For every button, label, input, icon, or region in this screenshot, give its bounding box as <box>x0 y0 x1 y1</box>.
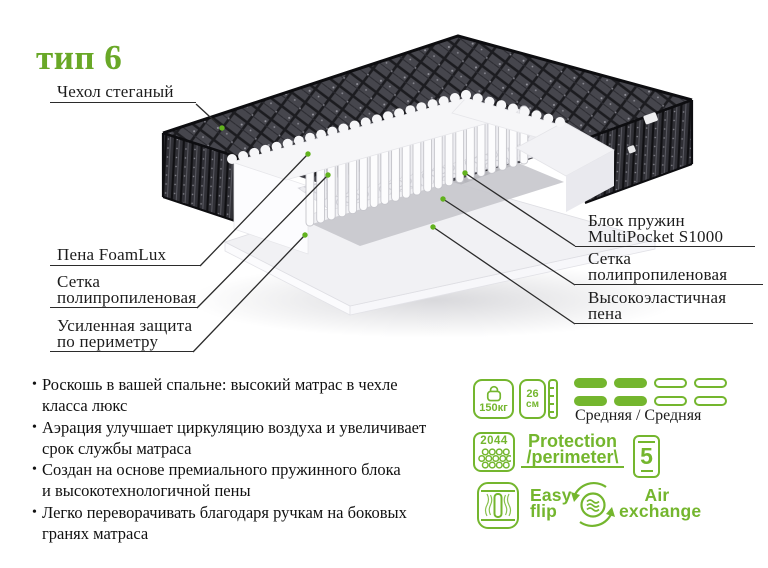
easy-flip-icon <box>481 490 515 521</box>
feature-list: • Роскошь в вашей спальне: высокий матра… <box>32 374 456 544</box>
callout-foamlux: Пена FoamLux <box>50 246 200 266</box>
side-button-tag <box>627 145 636 154</box>
springs-count-badge: 2044 <box>473 432 515 472</box>
easy-flip-label: Easy flip <box>530 485 572 521</box>
side-label-tag <box>643 112 658 125</box>
feature-text: Роскошь в вашей спальне: высокий матрас … <box>42 375 398 416</box>
list-item: • Создан на основе премиального пружинно… <box>32 459 456 502</box>
height-unit: см <box>526 398 539 410</box>
springs-count-value: 2044 <box>480 434 508 447</box>
firmness-row <box>574 378 727 388</box>
easy-flip-badge <box>477 482 519 529</box>
list-item: • Легко переворачивать благодаря ручкам … <box>32 502 456 545</box>
bullet: • <box>32 377 37 392</box>
callout-quilted-cover: Чехол стеганый <box>50 83 196 103</box>
page-title: тип 6 <box>36 38 123 77</box>
firmness-label: Средняя / Средняя <box>575 407 702 424</box>
pit-floor <box>312 162 564 246</box>
list-item: • Аэрация улучшает циркуляцию воздуха и … <box>32 417 456 460</box>
firmness-row <box>574 396 727 406</box>
list-item: • Роскошь в вашей спальне: высокий матра… <box>32 374 456 417</box>
callout-perimeter-protection: Усиленная защита по периметру <box>50 317 193 352</box>
callout-dots <box>219 125 468 238</box>
warranty-badge: 5 <box>633 435 660 478</box>
mattress-illustration <box>161 34 694 353</box>
kettlebell-icon <box>486 385 501 402</box>
callout-elastic-foam: Высокоэластичная пена <box>575 289 753 324</box>
bullet: • <box>32 462 37 478</box>
height-badge: 26 см <box>519 379 546 419</box>
bullet: • <box>32 504 37 520</box>
foam-ledge-right-front <box>566 150 614 212</box>
quilted-foam-scallops <box>227 90 471 164</box>
feature-text: Создан на основе премиального пружинного… <box>42 460 401 501</box>
firmness-scale <box>574 378 727 406</box>
air-exchange-icon <box>571 482 615 527</box>
quilted-foam-scallops-right <box>461 90 565 127</box>
warranty-years: 5 <box>640 443 653 469</box>
callout-net-right: Сетка полипропиленовая <box>575 250 763 285</box>
callout-spring-block: Блок пружин MultiPocket S1000 <box>575 212 755 247</box>
max-weight-value: 150кг <box>479 402 508 414</box>
callout-net-left: Сетка полипропиленовая <box>50 273 197 308</box>
max-weight-badge: 150кг <box>473 379 514 419</box>
springs-grid-icon <box>478 447 511 469</box>
warranty-bottom-line <box>640 470 653 472</box>
air-exchange-label: Air exchange <box>619 485 702 521</box>
protection-perimeter-label: Protection /perimeter\ <box>521 432 624 468</box>
feature-text: Легко переворачивать благодаря ручкам на… <box>42 502 407 544</box>
cutaway-interior <box>227 90 615 255</box>
height-value: 26 <box>526 387 539 400</box>
bullet: • <box>32 419 37 435</box>
ruler-icon <box>548 379 558 419</box>
leader-lines <box>192 103 576 353</box>
warranty-top-line <box>638 441 655 443</box>
feature-text: Аэрация улучшает циркуляцию воздуха и ув… <box>42 417 427 458</box>
